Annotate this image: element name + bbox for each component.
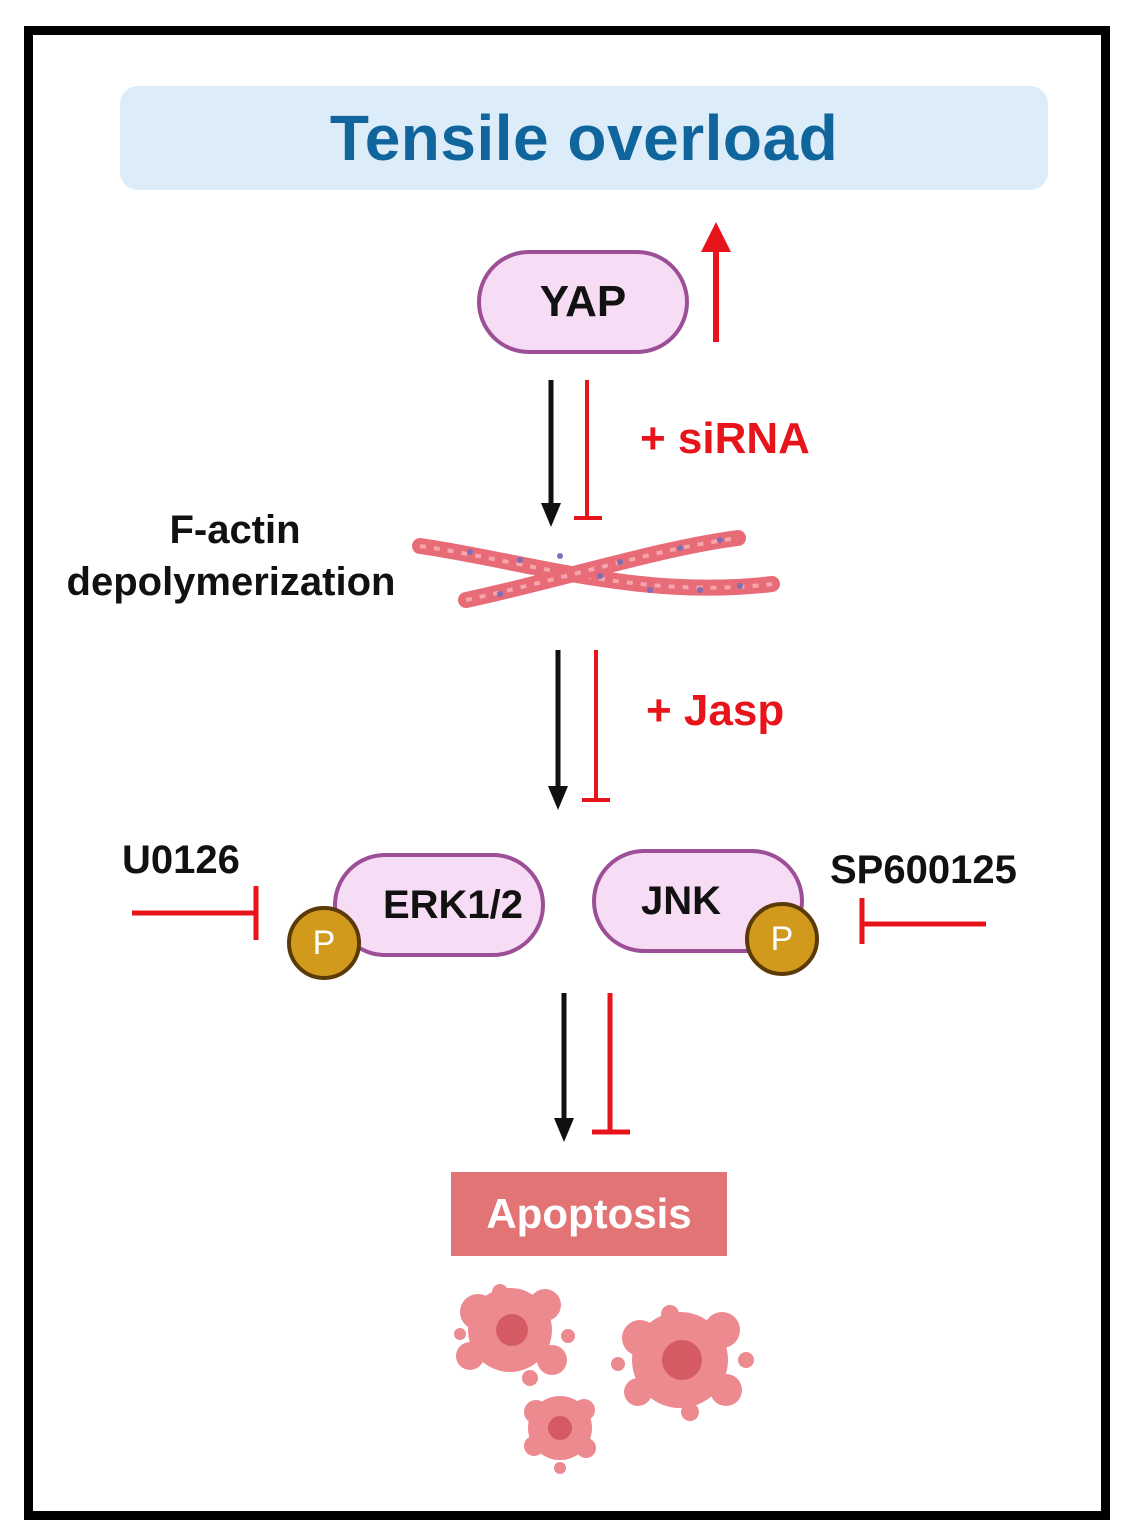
activation-arrow-mapk-apoptosis bbox=[554, 993, 574, 1142]
inhibition-sp600125 bbox=[859, 898, 986, 944]
sp600125-label: SP600125 bbox=[830, 848, 1017, 892]
activation-arrow-factin-mapk bbox=[548, 650, 568, 810]
factin-label-line2: depolymerization bbox=[66, 560, 396, 604]
inhibition-u0126 bbox=[132, 886, 259, 940]
inhibition-sirna bbox=[574, 380, 602, 520]
factin-label-line1: F-actin bbox=[169, 508, 301, 552]
inhibition-jasp bbox=[582, 650, 610, 802]
title-banner: Tensile overload bbox=[120, 86, 1048, 190]
jnk-label: JNK bbox=[640, 878, 722, 923]
phospho-label-jnk: P bbox=[770, 919, 794, 958]
erk-node: ERK1/2 bbox=[333, 853, 545, 957]
apoptosis-label: Apoptosis bbox=[486, 1190, 692, 1237]
phospho-icon: P bbox=[287, 906, 361, 980]
u0126-label: U0126 bbox=[122, 838, 240, 882]
apoptotic-cell-icon bbox=[454, 1284, 754, 1474]
inhibition-mapk-apoptosis bbox=[592, 993, 630, 1135]
up-arrow-icon bbox=[701, 222, 731, 342]
activation-arrow-yap-factin bbox=[541, 380, 561, 527]
jasp-label: + Jasp bbox=[646, 686, 785, 735]
phospho-icon: P bbox=[745, 902, 819, 976]
apoptosis-box: Apoptosis bbox=[451, 1172, 727, 1256]
yap-label: YAP bbox=[539, 277, 627, 326]
sirna-label: + siRNA bbox=[640, 414, 810, 463]
yap-node: YAP bbox=[477, 250, 689, 354]
title: Tensile overload bbox=[329, 102, 839, 174]
phospho-label-erk: P bbox=[312, 923, 336, 962]
f-actin-filament-icon bbox=[412, 530, 780, 608]
erk-label: ERK1/2 bbox=[382, 882, 524, 927]
